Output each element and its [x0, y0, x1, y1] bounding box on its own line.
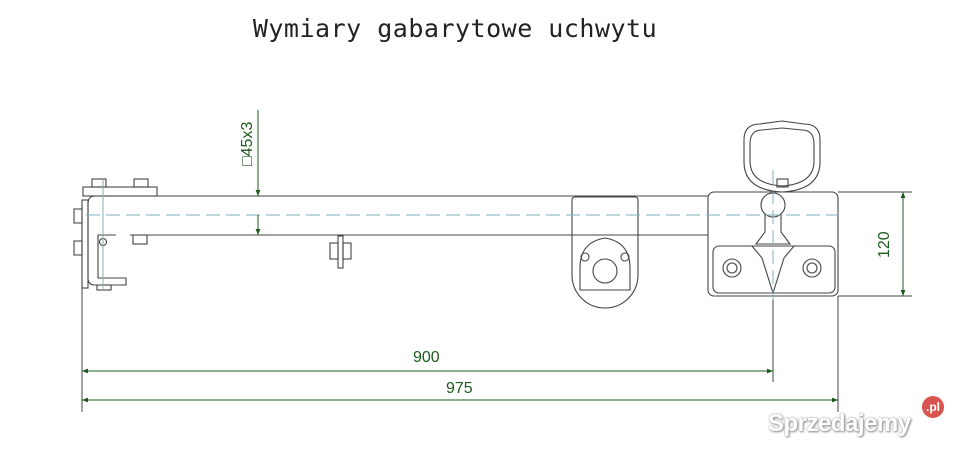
coupling-plate [707, 120, 839, 297]
tube-profile-label: □45x3 [239, 122, 256, 166]
drawing-title: Wymiary gabarytowe uchwytu [252, 14, 658, 43]
length-to-ball-label: 900 [413, 349, 440, 366]
socket-clamp [571, 196, 639, 309]
watermark-badge: .pl [922, 396, 944, 418]
square-tube [100, 195, 708, 236]
overall-length-label: 975 [446, 380, 473, 397]
height-label: 120 [876, 231, 893, 258]
height-dimension [838, 191, 912, 297]
watermark-logo: Sprzedajemy [768, 410, 911, 437]
centerlines [86, 170, 838, 300]
length-dimensions [81, 288, 839, 412]
